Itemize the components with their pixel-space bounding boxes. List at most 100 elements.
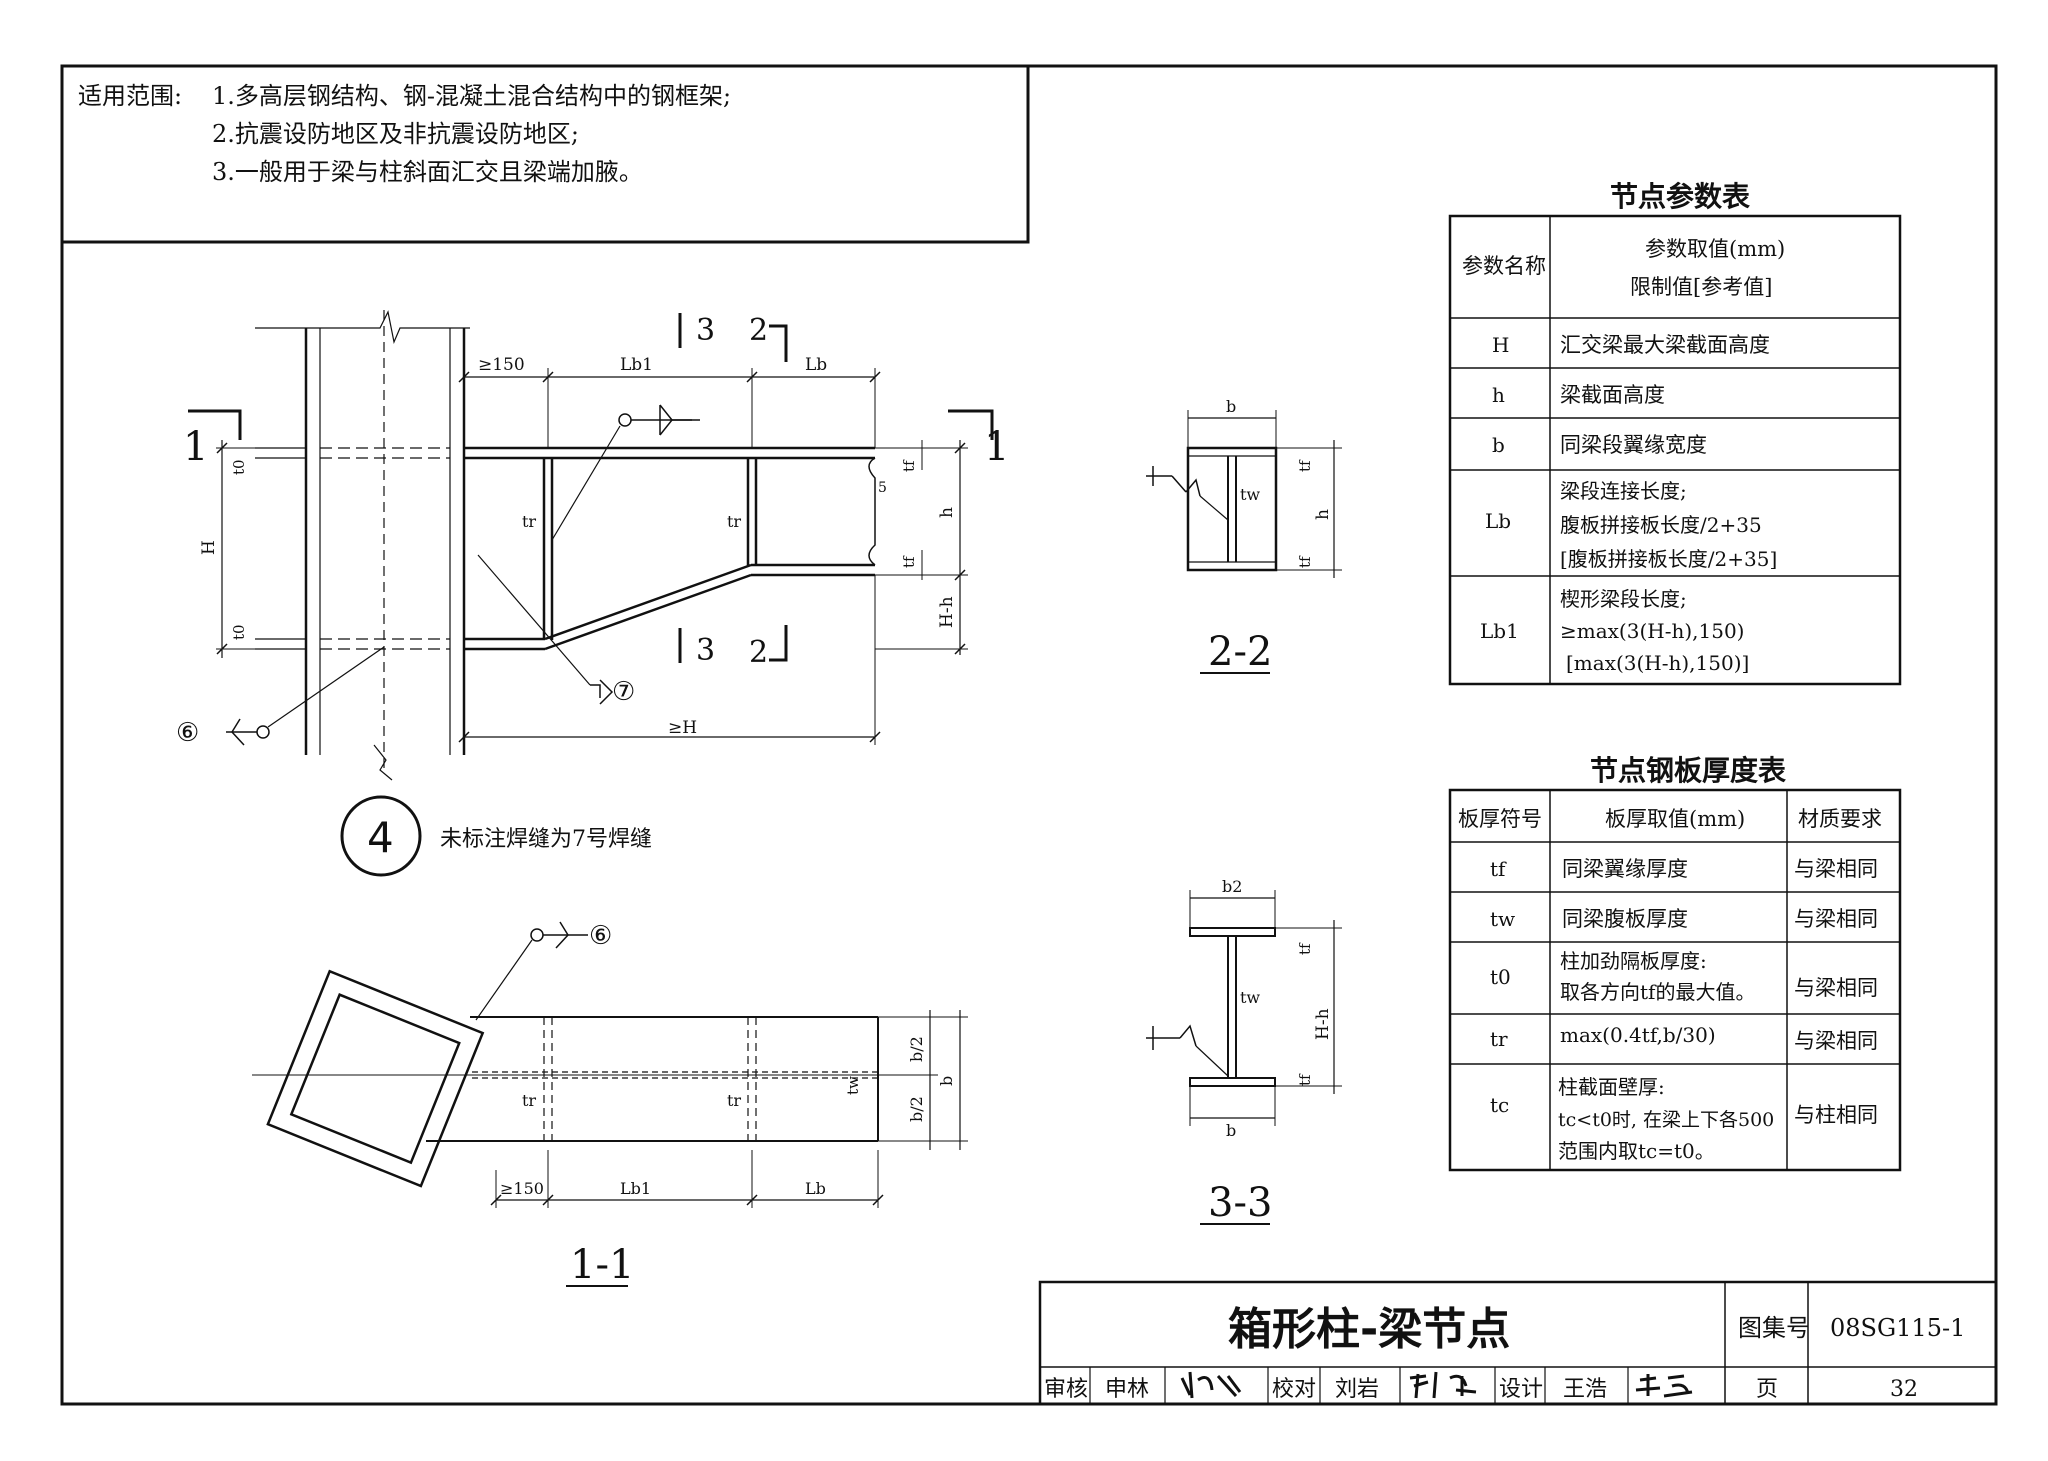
section-mark-3-top: 3 [696,313,715,348]
plate-header-value: 板厚取值(mm) [1605,807,1745,831]
param-val-H: 汇交梁最大梁截面高度 [1560,333,1770,357]
weld-note: 未标注焊缝为7号焊缝 [440,827,652,852]
sec22-h: h [1313,509,1333,520]
param-val-b: 同梁段翼缘宽度 [1560,433,1707,457]
param-header-value: 参数取值(mm) [1645,237,1785,261]
section-3-3: b2 b tw H-h tf tf 3-3 [1146,877,1342,1226]
param-name-lb: Lb [1485,509,1511,533]
sec33-title: 3-3 [1208,1180,1272,1226]
sec22-title: 2-2 [1208,629,1272,675]
reviewer-signature [1180,1371,1242,1399]
designer-name: 王浩 [1563,1377,1607,1402]
detail-number-circle [340,795,422,877]
param-table: 节点参数表 参数名称 参数取值(mm) 限制值[参考值] H 汇交梁最大梁截面高… [1448,180,1902,686]
design-label: 设计 [1499,1377,1543,1402]
sec22-tf-bottom: tf [1296,555,1314,568]
checker-name: 刘岩 [1335,1377,1379,1402]
plate-val-tr: max(0.4tf,b/30) [1560,1023,1716,1047]
page-label: 页 [1756,1377,1778,1402]
dim-H: H [199,540,219,555]
param-val-lb-2: 腹板拼接板长度/2+35 [1560,513,1762,537]
section-1-1: tr tr tw b/2 b/2 b ≥150 Lb1 Lb ⑥ 1-1 [252,921,968,1288]
dim-five: 5 [878,480,887,496]
section-mark-2-bottom: 2 [749,635,768,670]
scope-label: 适用范围: [78,82,182,110]
sec33-H-minus-h: H-h [1313,1008,1333,1040]
param-val-lb-3: [腹板拼接板长度/2+35] [1560,547,1777,571]
atlas-label: 图集号 [1738,1314,1810,1342]
dim-h: h [937,507,957,518]
sec22-b: b [1226,397,1236,416]
sec11-b2-top: b/2 [907,1036,926,1062]
sec11-tr-2: tr [727,1091,741,1110]
label-tr-2: tr [727,512,741,531]
dim-150: ≥150 [478,355,525,375]
plate-sym-t0: t0 [1490,965,1511,989]
plate-mat-tf: 与梁相同 [1794,857,1878,881]
plate-sym-tr: tr [1490,1027,1508,1051]
detail-number: 4 [367,813,394,862]
scope-item-1: 1.多高层钢结构、钢-混凝土混合结构中的钢框架; [212,82,731,110]
plate-header-sym: 板厚符号 [1458,807,1542,831]
dim-lb: Lb [805,355,827,375]
plate-val-tw: 同梁腹板厚度 [1562,907,1688,931]
scope-item-3: 3.一般用于梁与柱斜面汇交且梁端加腋。 [212,158,643,186]
param-name-lb1: Lb1 [1480,619,1519,643]
plate-sym-tc: tc [1490,1093,1509,1117]
sec22-tf-top: tf [1296,459,1314,472]
sec22-tw: tw [1240,485,1260,504]
param-name-h: h [1492,383,1505,407]
checker-signature [1409,1371,1477,1399]
sec33-b: b [1226,1121,1236,1140]
param-val-lb-1: 梁段连接长度; [1560,479,1687,503]
title-block: 箱形柱-梁节点 图集号 08SG115-1 审核 申林 校对 刘岩 设计 王浩 … [1038,1280,1998,1406]
plate-mat-tr: 与梁相同 [1794,1029,1878,1053]
section-mark-1-left: 1 [183,424,208,470]
plate-mat-tc: 与柱相同 [1794,1103,1878,1127]
section-mark-2-top: 2 [749,313,768,348]
plate-val-tc-2: tc<t0时, 在梁上下各500 [1558,1109,1774,1131]
sec11-dim-lb: Lb [805,1179,826,1198]
plate-val-tc-3: 范围内取tc=t0。 [1558,1139,1715,1163]
dim-ge-h: ≥H [668,718,697,738]
param-val-lb1-3: [max(3(H-h),150)] [1566,651,1749,675]
section-2-2: b tw h tf tf 2-2 [1146,397,1342,675]
atlas-number: 08SG115-1 [1830,1314,1965,1342]
label-tr-1: tr [522,512,536,531]
param-header-name: 参数名称 [1462,254,1546,278]
drawing-title: 箱形柱-梁节点 [1228,1304,1510,1355]
sec11-b: b [937,1076,956,1086]
param-val-h: 梁截面高度 [1560,383,1665,407]
param-name-H: H [1492,333,1509,357]
dim-H-minus-h: H-h [937,596,957,628]
designer-signature [1635,1374,1693,1398]
sec33-tf-top: tf [1296,942,1314,955]
sec33-tf-bottom: tf [1296,1073,1314,1086]
reviewer-name: 申林 [1105,1377,1149,1402]
review-label: 审核 [1044,1377,1088,1402]
page-number: 32 [1890,1377,1918,1402]
sec11-dim-lb1: Lb1 [620,1179,651,1198]
plate-table: 节点钢板厚度表 板厚符号 板厚取值(mm) 材质要求 tf 同梁翼缘厚度 与梁相… [1448,754,1902,1172]
elevation-detail: 1 1 3 3 2 2 ≥150 Lb1 Lb ≥H [176,310,1009,877]
dim-lb1: Lb1 [620,355,653,375]
dim-t0-bottom: t0 [230,624,248,640]
dim-tf-top: tf [900,459,918,472]
sec33-tw: tw [1240,988,1260,1007]
sec11-tw: tw [844,1076,862,1095]
dim-t0-top: t0 [230,459,248,475]
plate-sym-tf: tf [1490,857,1507,881]
weld-6-mark: ⑥ [176,718,199,748]
plate-mat-t0: 与梁相同 [1794,976,1878,1000]
dim-tf-bottom: tf [900,555,918,568]
scope-box: 适用范围: 1.多高层钢结构、钢-混凝土混合结构中的钢框架; 2.抗震设防地区及… [60,64,1030,244]
sec33-b2: b2 [1222,877,1242,896]
param-name-b: b [1492,433,1505,457]
scope-item-2: 2.抗震设防地区及非抗震设防地区; [212,120,579,148]
section-mark-3-bottom: 3 [696,633,715,668]
param-val-lb1-1: 楔形梁段长度; [1560,587,1687,611]
sheet-frame [60,64,1998,1406]
check-label: 校对 [1272,1377,1316,1402]
plate-header-mat: 材质要求 [1798,807,1882,831]
